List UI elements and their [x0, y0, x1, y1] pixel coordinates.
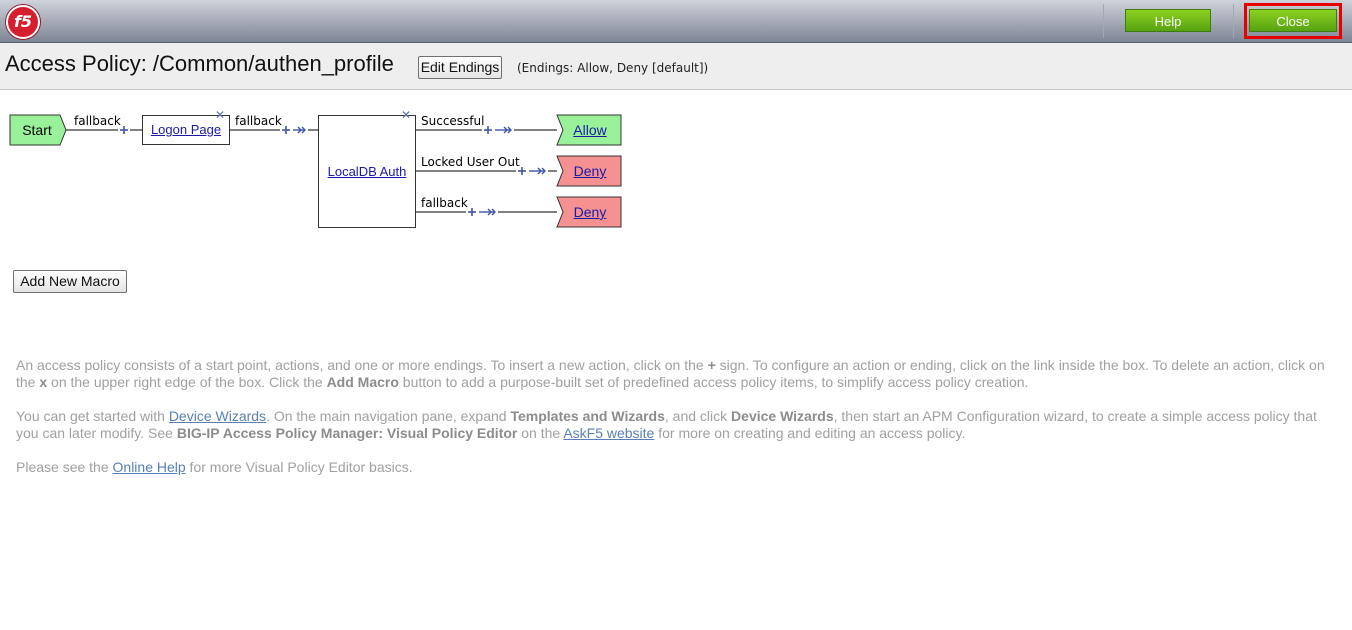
toolbar-divider — [1103, 4, 1104, 38]
help-text: Please see the — [16, 459, 113, 475]
help-bold: BIG-IP Access Policy Manager: Visual Pol… — [176, 425, 518, 441]
help-text: on the — [517, 425, 564, 441]
device-wizards-link[interactable]: Device Wizards — [168, 408, 267, 424]
help-button[interactable]: Help — [1125, 9, 1211, 32]
ending-allow: Allow — [563, 115, 617, 145]
online-help-link[interactable]: Online Help — [112, 459, 186, 475]
double-arrow-icons — [293, 126, 546, 216]
logon-page-link[interactable]: Logon Page — [150, 122, 222, 137]
help-text: for more on creating and editing an acce… — [654, 425, 966, 441]
help-bold: x — [39, 374, 48, 390]
start-node: Start — [22, 122, 52, 138]
help-text: An access policy consists of a start poi… — [16, 357, 708, 373]
localdb-auth-link[interactable]: LocalDB Auth — [327, 164, 407, 179]
ending-deny-link[interactable]: Deny — [573, 163, 607, 179]
ending-allow-link[interactable]: Allow — [573, 122, 607, 138]
help-paragraph-wizards: You can get started with Device Wizards.… — [16, 408, 1341, 442]
f5-logo: f5 — [6, 5, 40, 39]
help-text: button to add a purpose-built set of pre… — [398, 374, 1029, 390]
branch-label-fallback: fallback — [421, 196, 468, 210]
help-paragraph-intro: An access policy consists of a start poi… — [16, 357, 1341, 391]
add-new-macro-button[interactable]: Add New Macro — [13, 270, 127, 293]
help-bold: Add Macro — [326, 374, 399, 390]
askf5-website-link[interactable]: AskF5 website — [563, 425, 655, 441]
help-text: sign. To configure an action or ending, … — [16, 357, 1325, 390]
help-bold: Device Wizards — [731, 408, 834, 424]
delete-logon-page-icon[interactable]: ✕ — [215, 108, 226, 122]
edge-label-start: fallback — [74, 114, 121, 128]
help-text: , then start an APM Configuration wizard… — [16, 408, 1317, 441]
close-button-highlight — [1244, 3, 1342, 39]
help-bold: + — [707, 357, 716, 373]
help-text: You can get started with — [16, 408, 169, 424]
page-title: Access Policy: /Common/authen_profile — [5, 51, 394, 76]
endings-note: (Endings: Allow, Deny [default]) — [517, 61, 709, 75]
ending-deny-locked: Deny — [563, 156, 617, 186]
delete-localdb-auth-icon[interactable]: ✕ — [401, 108, 412, 122]
help-text: . On the main navigation pane, expand — [266, 408, 511, 424]
help-bold: Templates and Wizards — [510, 408, 665, 424]
logon-page-node: Logon Page — [142, 115, 230, 145]
localdb-auth-node: LocalDB Auth — [318, 115, 416, 228]
help-text: , and click — [664, 408, 732, 424]
help-text: on the upper right edge of the box. Clic… — [47, 374, 327, 390]
top-toolbar: f5 Help Close — [0, 0, 1352, 43]
ending-deny-fallback: Deny — [563, 197, 617, 227]
edit-endings-button[interactable]: Edit Endings — [418, 56, 502, 79]
insert-action-plus-icons — [120, 126, 526, 216]
close-button[interactable]: Close — [1249, 9, 1337, 32]
ending-deny-link[interactable]: Deny — [573, 204, 607, 220]
help-paragraph-online: Please see the Online Help for more Visu… — [16, 459, 1341, 476]
policy-header — [0, 43, 1352, 90]
edge-label-logon: fallback — [235, 114, 282, 128]
help-text: for more Visual Policy Editor basics. — [185, 459, 413, 475]
branch-label-successful: Successful — [421, 114, 485, 128]
toolbar-divider — [1233, 4, 1234, 38]
branch-label-locked: Locked User Out — [421, 155, 520, 169]
